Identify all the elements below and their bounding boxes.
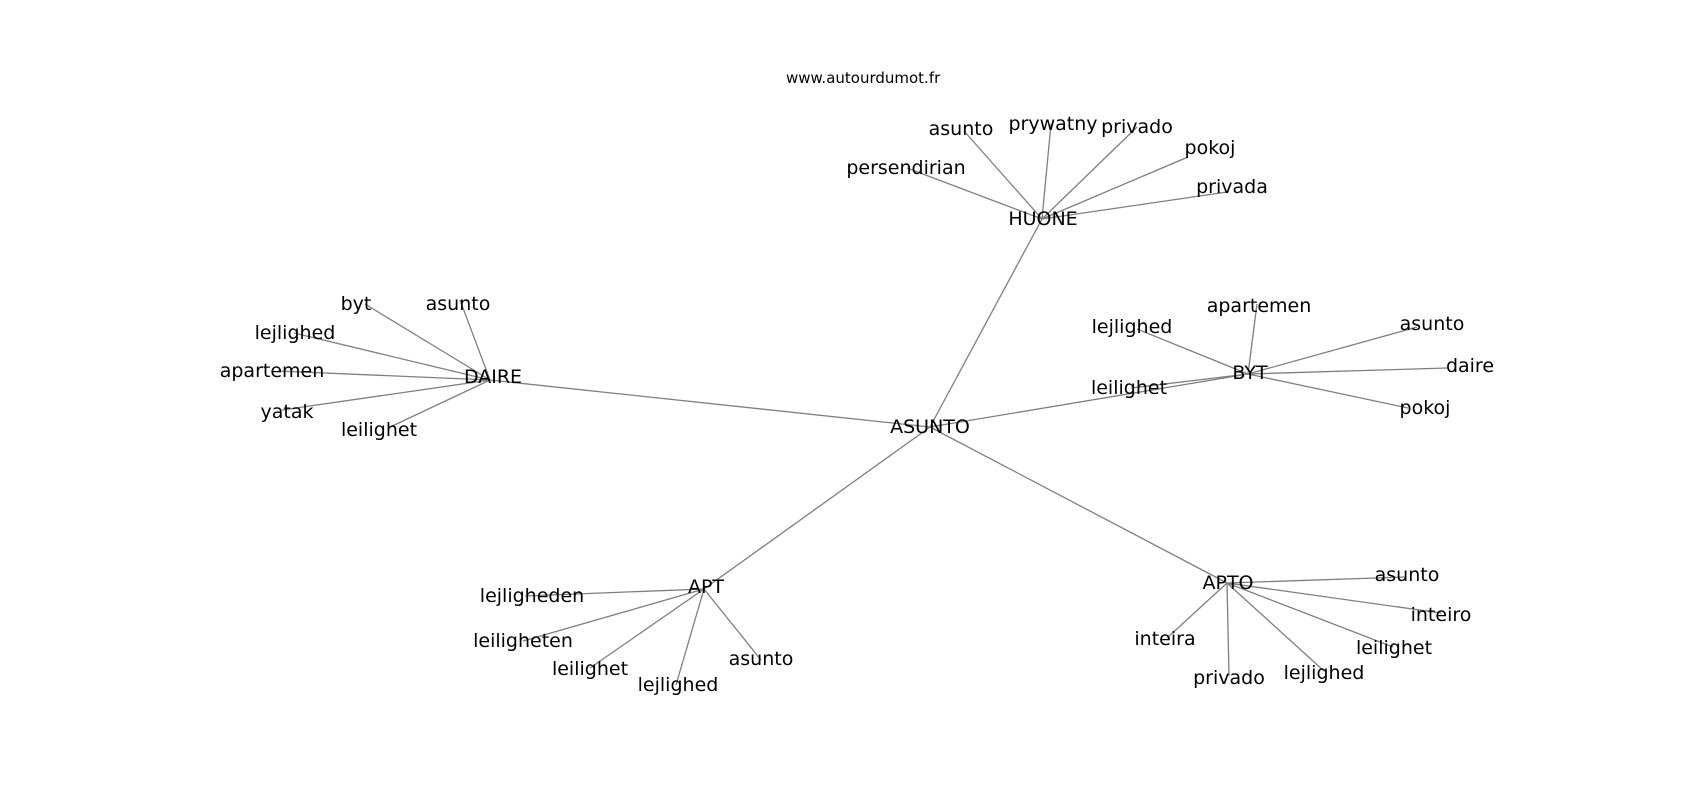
node-hub-daire: DAIRE: [464, 366, 522, 388]
edge-huone-privada: [1041, 191, 1228, 220]
node-leaf-byt-pokoj: pokoj: [1400, 397, 1451, 419]
node-leaf-apto-inteiro: inteiro: [1411, 604, 1472, 626]
node-leaf-daire-leilighet: leilighet: [341, 419, 417, 441]
edge-apto-privado: [1226, 582, 1230, 677]
edge-apto-asunto: [1226, 576, 1407, 584]
edges-layer: [277, 123, 1448, 686]
edge-apt-lejlighed: [675, 588, 705, 686]
edge-apto-lejlighed: [1226, 582, 1325, 672]
edge-asunto-byt: [929, 373, 1249, 428]
node-hub-apt: APT: [688, 576, 724, 598]
edge-byt-leilighet: [1130, 373, 1249, 389]
node-leaf-apt-lejlighed: lejlighed: [638, 674, 719, 696]
edge-apto-inteiro: [1226, 582, 1442, 614]
edge-asunto-apt: [703, 426, 931, 590]
node-leaf-byt-leilighet: leilighet: [1091, 377, 1167, 399]
edge-apt-leilighet: [589, 588, 705, 669]
edge-apt-asunto: [703, 588, 762, 661]
node-leaf-byt-asunto: asunto: [1400, 313, 1465, 335]
node-leaf-apt-leiligheten: leiligheten: [473, 630, 573, 652]
node-leaf-apt-asunto: asunto: [729, 648, 794, 670]
edge-asunto-daire: [489, 379, 931, 428]
edge-huone-privado: [1041, 126, 1138, 220]
node-hub-apto: APTO: [1202, 572, 1253, 594]
node-hub-byt: BYT: [1232, 362, 1268, 384]
edge-huone-persendirian: [906, 167, 1043, 220]
node-leaf-apto-privado: privado: [1193, 667, 1265, 689]
node-leaf-huone-privada: privada: [1196, 176, 1268, 198]
node-leaf-huone-asunto: asunto: [929, 118, 994, 140]
node-leaf-byt-apartemen: apartemen: [1207, 295, 1312, 317]
edge-daire-leilighet: [387, 379, 491, 429]
edge-byt-pokoj: [1247, 373, 1409, 409]
node-leaf-apto-asunto: asunto: [1375, 564, 1440, 586]
node-hub-huone: HUONE: [1008, 208, 1077, 230]
node-leaf-huone-prywatny: prywatny: [1008, 113, 1097, 135]
edge-apto-inteira: [1166, 582, 1228, 639]
edge-byt-lejlighed: [1136, 328, 1249, 375]
node-leaf-daire-asunto: asunto: [426, 293, 491, 315]
edge-daire-apartemen: [277, 370, 491, 381]
edge-apt-leiligheten: [522, 588, 705, 642]
edge-byt-daire: [1247, 367, 1448, 375]
node-leaf-apt-lejligheden: lejligheden: [480, 585, 584, 607]
node-leaf-apto-leilighet: leilighet: [1356, 637, 1432, 659]
node-leaf-byt-lejlighed: lejlighed: [1092, 316, 1173, 338]
edge-byt-apartemen: [1247, 303, 1258, 375]
node-center-asunto: ASUNTO: [890, 416, 970, 438]
edge-apto-leilighet: [1226, 582, 1394, 648]
edge-daire-lejlighed: [293, 332, 491, 381]
edge-asunto-huone: [929, 218, 1043, 428]
site-credit: www.autourdumot.fr: [786, 69, 941, 87]
edge-byt-asunto: [1247, 326, 1418, 375]
node-leaf-byt-daire: daire: [1446, 355, 1494, 377]
node-leaf-huone-pokoj: pokoj: [1185, 137, 1236, 159]
edge-huone-prywatny: [1041, 123, 1052, 220]
node-leaf-apto-inteira: inteira: [1134, 628, 1195, 650]
edge-daire-yatak: [281, 379, 491, 411]
edge-apt-lejligheden: [524, 588, 705, 597]
edge-daire-byt: [364, 303, 491, 381]
edge-asunto-apto: [929, 426, 1228, 584]
node-leaf-daire-byt: byt: [341, 293, 372, 315]
node-leaf-huone-persendirian: persendirian: [846, 157, 965, 179]
edge-huone-asunto: [963, 130, 1043, 220]
node-leaf-apt-leilighet: leilighet: [552, 658, 628, 680]
edge-daire-asunto: [459, 299, 491, 381]
node-leaf-daire-lejlighed: lejlighed: [255, 322, 336, 344]
edge-huone-pokoj: [1041, 156, 1189, 220]
node-leaf-apto-lejlighed: lejlighed: [1284, 662, 1365, 684]
node-leaf-daire-yatak: yatak: [261, 401, 314, 423]
node-leaf-daire-apartemen: apartemen: [220, 360, 325, 382]
node-leaf-huone-privado: privado: [1101, 116, 1173, 138]
